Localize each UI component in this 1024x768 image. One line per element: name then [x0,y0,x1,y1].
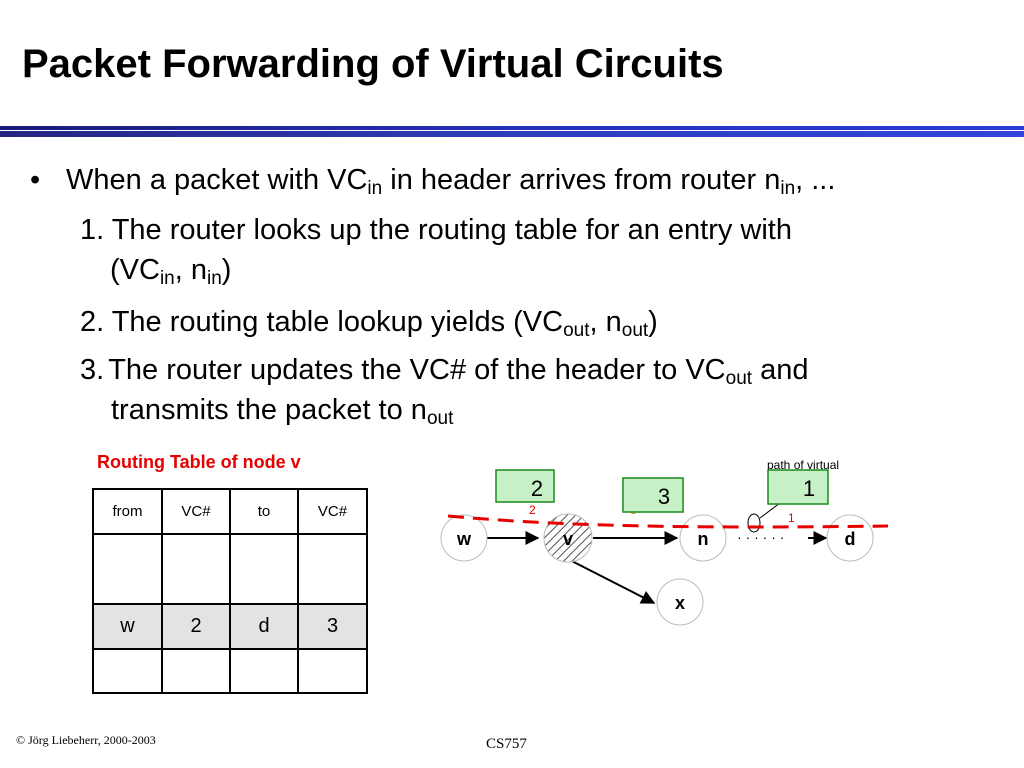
step-3-line-2: transmits the packet to nout [80,390,809,430]
node-v: v [563,529,573,549]
footer-course: CS757 [486,736,527,752]
vc-box-value: 1 [803,476,815,501]
table-cell [92,648,163,694]
table-cell [161,533,231,605]
step-text: (VC [110,254,160,286]
header-from: from [92,488,163,535]
title-rule [0,126,1024,138]
bullet-dot: • [30,164,41,196]
node-w: w [456,529,472,549]
table-cell: w [92,603,163,650]
bullet-text-part: in header arrives from router n [382,164,781,196]
node-d: d [845,529,856,549]
step-text: 2. The routing table lookup yields (VC [80,306,564,338]
step-number: 3. [80,354,105,386]
node-n-circle [679,514,727,562]
step-sub: out [426,408,454,429]
step-text: , n [174,254,207,286]
vc-box [622,477,684,513]
bullet-text: When a packet with VCin in header arrive… [66,164,836,199]
link-v-x [561,555,656,604]
bullet-sub: in [367,178,383,199]
table-cell [297,648,368,694]
step-sub: in [159,268,175,289]
table-row [92,533,368,605]
table-cell [297,533,368,605]
node-w-circle [440,514,488,562]
table-row [92,648,368,694]
step-sub: out [563,320,590,341]
virtual-circuit-path [447,514,889,529]
table-cell [92,533,163,605]
step-text: ) [221,254,232,286]
routing-table: from VC# to VC# w 2 d 3 [92,488,368,694]
header-vc-out: VC# [297,488,368,535]
routing-table-header-row: from VC# to VC# [92,488,368,535]
bullet-text-part: , ... [795,164,836,196]
step-1-line-2: (VCin, nin) [80,250,792,290]
slide-title: Packet Forwarding of Virtual Circuits [22,42,724,86]
node-x: x [675,593,685,613]
network-diagram: path of virtual · · · · · · w v n d x 2 … [430,448,900,648]
step-2: 2. The routing table lookup yields (VCou… [80,302,658,342]
callout-line [759,502,781,519]
node-x-circle [656,578,704,626]
vc-box-value: 3 [658,484,670,509]
table-row: w 2 d 3 [92,603,368,650]
step-sub: out [725,368,753,389]
callout-pointer [747,513,761,533]
table-cell [229,648,299,694]
bullet-sub: in [780,178,796,199]
header-to: to [229,488,299,535]
step-1-line-1: 1. The router looks up the routing table… [80,214,792,246]
step-1: 1. The router looks up the routing table… [80,210,792,290]
step-3-line-1: 3.The router updates the VC# of the head… [80,350,809,390]
vc-small-label: 2 [529,503,536,517]
step-text: The router updates the VC# of the header… [108,354,726,386]
step-sub: out [621,320,649,341]
vc-box [495,469,555,503]
table-cell: 2 [161,603,231,650]
step-3: 3.The router updates the VC# of the head… [80,350,809,430]
vc-box [767,469,829,505]
table-cell: 3 [297,603,368,650]
step-text: ) [648,306,658,338]
node-v-circle [543,513,593,563]
node-n: n [698,529,709,549]
header-vc-in: VC# [161,488,231,535]
step-text: , n [589,306,622,338]
table-cell [229,533,299,605]
dotted-link-n-d: · · · · · · [737,529,784,545]
vc-small-label: 1 [788,511,795,525]
table-cell [161,648,231,694]
step-text: and [752,354,809,386]
routing-table-title: Routing Table of node v [97,452,301,472]
table-cell: d [229,603,299,650]
path-label: path of virtual [767,458,839,472]
step-text: transmits the packet to n [111,394,427,426]
step-sub: in [207,268,222,289]
bullet-text-part: When a packet with VC [66,164,368,196]
footer-copyright: © Jörg Liebeherr, 2000-2003 [16,733,156,747]
vc-box-value: 2 [531,476,543,501]
